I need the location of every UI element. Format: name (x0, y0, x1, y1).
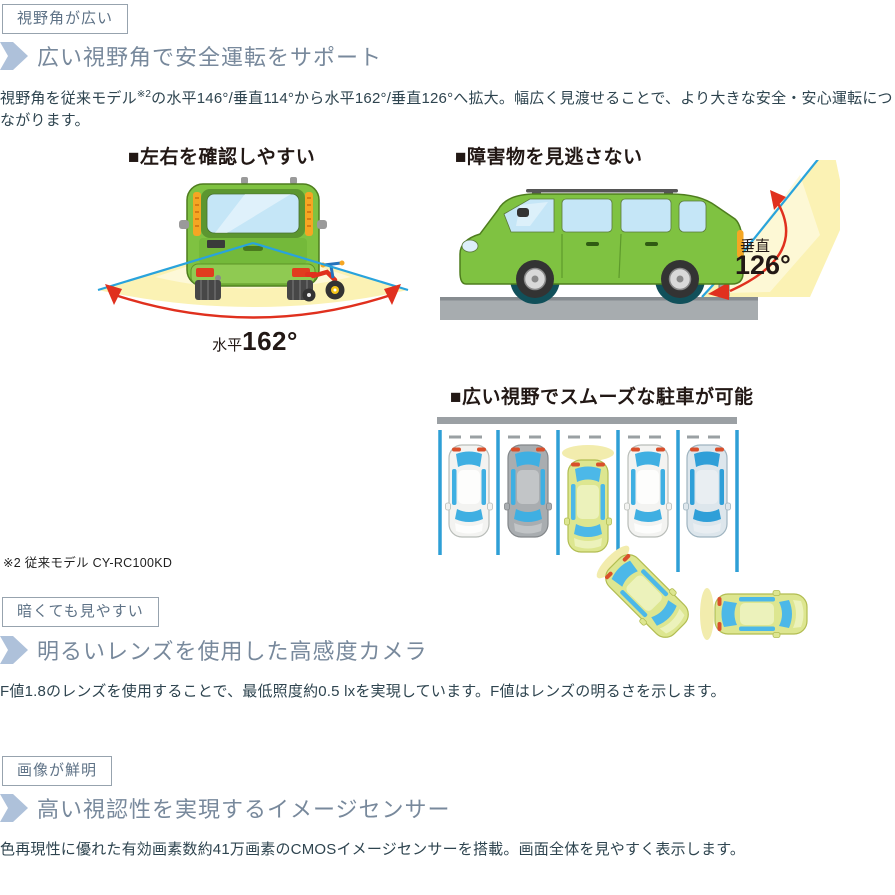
green-car-rear (179, 177, 327, 300)
footnote: ※2 従来モデル CY-RC100KD (3, 556, 173, 570)
section-heading-text: 高い視認性を実現するイメージセンサー (37, 797, 451, 822)
rear-view-camera-illustration (97, 177, 409, 319)
camera-glow (562, 445, 614, 461)
parking-stall-lines (438, 430, 739, 572)
camera-glow (700, 588, 714, 640)
paragraph-text: 視野角を従来モデル (0, 90, 137, 107)
section-heading-text: 明るいレンズを使用した高感度カメラ (37, 639, 428, 664)
parked-car-blue (683, 445, 731, 537)
paragraph-text: の水平146°/垂直114°から水平162°/垂直126°へ拡大。幅広く見渡せる… (0, 90, 893, 129)
parked-car-white (624, 445, 672, 537)
side-mirror (517, 208, 529, 217)
rear-window (206, 193, 300, 234)
figure-horizontal-angle: ■左右を確認しやすい (95, 142, 415, 357)
section-paragraph-wide-angle: 視野角を従来モデル※2の水平146°/垂直114°から水平162°/垂直126°… (0, 84, 895, 132)
parking-illustration (437, 417, 807, 646)
chevron-arrow-icon (0, 794, 28, 822)
chevron-arrow-icon (0, 42, 28, 70)
figure-vertical-angle: ■障害物を見逃さない (440, 142, 850, 342)
chevron-arrow-icon (0, 636, 28, 664)
section-paragraph-low-light: F値1.8のレンズを使用することで、最低照度約0.5 lxを実現しています。F値… (0, 683, 726, 700)
taillight (737, 230, 744, 258)
section-heading-low-light: 明るいレンズを使用した高感度カメラ (0, 634, 428, 666)
feature-badge-wide-angle: 視野角が広い (2, 4, 129, 34)
fov-line-upper (744, 160, 819, 251)
side-view-camera-illustration (440, 160, 840, 320)
section-paragraph-clear-image: 色再現性に優れた有効画素数約41万画素のCMOSイメージセンサーを搭載。画面全体… (0, 841, 746, 858)
curb-wall (437, 417, 737, 424)
green-car-side (459, 189, 744, 304)
vertical-angle-name: 垂直 (740, 238, 771, 255)
figure-parking: ■広い視野でスムーズな駐車が可能 (435, 382, 825, 662)
fov-line-right (252, 241, 409, 292)
license-plate (207, 240, 225, 248)
section-heading-clear-image: 高い視認性を実現するイメージセンサー (0, 792, 451, 824)
parked-car-gray (504, 445, 552, 537)
camera-glow (596, 545, 630, 579)
windshield (503, 198, 555, 233)
figure-title: ■広い視野でスムーズな駐車が可能 (450, 387, 754, 408)
horizontal-angle-label: 水平162° (212, 326, 298, 356)
angle-arc (114, 293, 392, 319)
figure-title: ■左右を確認しやすい (128, 147, 316, 168)
feature-badge-clear-image: 画像が鮮明 (2, 756, 113, 786)
figure-title: ■障害物を見逃さない (455, 147, 643, 168)
fov-line-left (97, 241, 254, 292)
section-heading-wide-angle: 広い視野角で安全運転をサポート (0, 40, 382, 72)
vertical-angle-value: 126° (735, 250, 791, 280)
section-heading-text: 広い視野角で安全運転をサポート (37, 45, 383, 70)
parked-car-white (445, 445, 493, 537)
angle-arc (729, 199, 788, 293)
feature-badge-low-light: 暗くても見やすい (2, 597, 159, 627)
parking-car-in-stall (564, 460, 612, 552)
footnote-marker: ※2 (136, 89, 152, 100)
parking-car-approaching (715, 590, 807, 638)
